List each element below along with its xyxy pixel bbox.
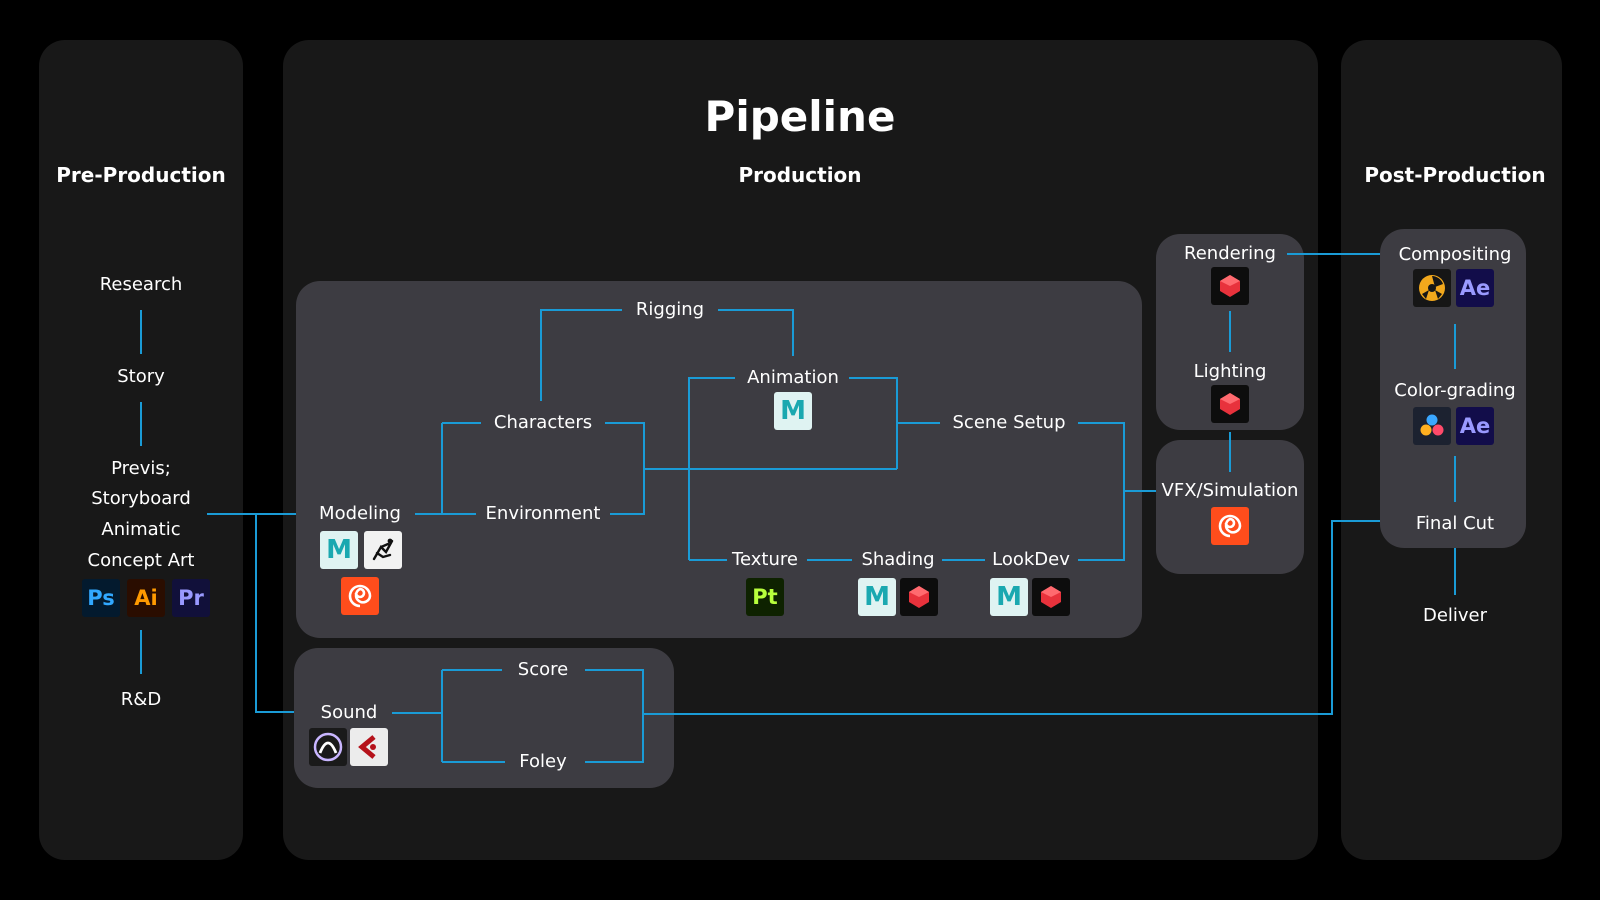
zbrush-icon — [364, 531, 402, 569]
previs-line-4: Concept Art — [87, 550, 195, 571]
post-production-panel — [1380, 229, 1526, 548]
houdini-icon — [341, 577, 379, 615]
deliver-node: Deliver — [1422, 605, 1488, 626]
redshift-icon — [1032, 578, 1070, 616]
lighting-node: Lighting — [1193, 361, 1267, 382]
substance-painter-icon-label: Pt — [752, 584, 778, 609]
vfx-simulation-node: VFX/Simulation — [1161, 480, 1299, 501]
illustrator-icon: Ai — [127, 579, 165, 617]
photoshop-icon: Ps — [82, 579, 120, 617]
production-heading: Production — [738, 163, 862, 187]
story-node: Story — [117, 366, 165, 387]
redshift-icon — [900, 578, 938, 616]
pro-tools-icon — [309, 728, 347, 766]
rd-node: R&D — [120, 689, 162, 710]
final-cut-node: Final Cut — [1415, 513, 1495, 534]
foley-node: Foley — [519, 751, 567, 772]
research-node: Research — [99, 274, 183, 295]
premiere-icon: Pr — [172, 579, 210, 617]
page-title: Pipeline — [704, 92, 896, 141]
maya-icon-label: M — [326, 535, 352, 565]
substance-painter-icon: Pt — [746, 578, 784, 616]
sound-node: Sound — [320, 702, 378, 723]
maya-icon-label: M — [864, 582, 890, 612]
score-node: Score — [517, 659, 569, 680]
maya-icon: M — [774, 392, 812, 430]
previs-line-3: Animatic — [101, 519, 181, 540]
compositing-node: Compositing — [1398, 244, 1512, 265]
animation-node: Animation — [747, 367, 839, 388]
rigging-node: Rigging — [635, 299, 705, 320]
redshift-icon — [1211, 385, 1249, 423]
maya-icon-label: M — [996, 582, 1022, 612]
after-effects-icon-label: Ae — [1459, 275, 1491, 300]
premiere-icon-label: Pr — [178, 585, 204, 610]
illustrator-icon-label: Ai — [134, 585, 158, 610]
shading-node: Shading — [861, 549, 935, 570]
color-grading-node: Color-grading — [1394, 380, 1516, 401]
pre-production-column — [39, 40, 243, 860]
pre-production-heading: Pre-Production — [56, 163, 226, 187]
after-effects-icon-label: Ae — [1459, 413, 1491, 438]
previs-line-2: Storyboard — [91, 488, 191, 509]
maya-icon-label: M — [780, 396, 806, 426]
previs-line-1: Previs; — [111, 458, 171, 479]
after-effects-icon: Ae — [1456, 269, 1494, 307]
maya-icon: M — [990, 578, 1028, 616]
maya-icon: M — [858, 578, 896, 616]
nuke-icon — [1413, 269, 1451, 307]
photoshop-icon-label: Ps — [87, 585, 115, 610]
houdini-icon — [1211, 507, 1249, 545]
modeling-node: Modeling — [319, 503, 401, 524]
environment-node: Environment — [485, 503, 601, 524]
maya-icon: M — [320, 531, 358, 569]
cubase-icon — [350, 728, 388, 766]
scene-setup-node: Scene Setup — [952, 412, 1066, 433]
texture-node: Texture — [732, 549, 798, 570]
redshift-icon — [1211, 267, 1249, 305]
lookdev-node: LookDev — [992, 549, 1070, 570]
after-effects-icon: Ae — [1456, 407, 1494, 445]
characters-node: Characters — [493, 412, 593, 433]
post-production-heading: Post-Production — [1364, 163, 1546, 187]
rendering-node: Rendering — [1184, 243, 1276, 264]
davinci-resolve-icon — [1413, 407, 1451, 445]
